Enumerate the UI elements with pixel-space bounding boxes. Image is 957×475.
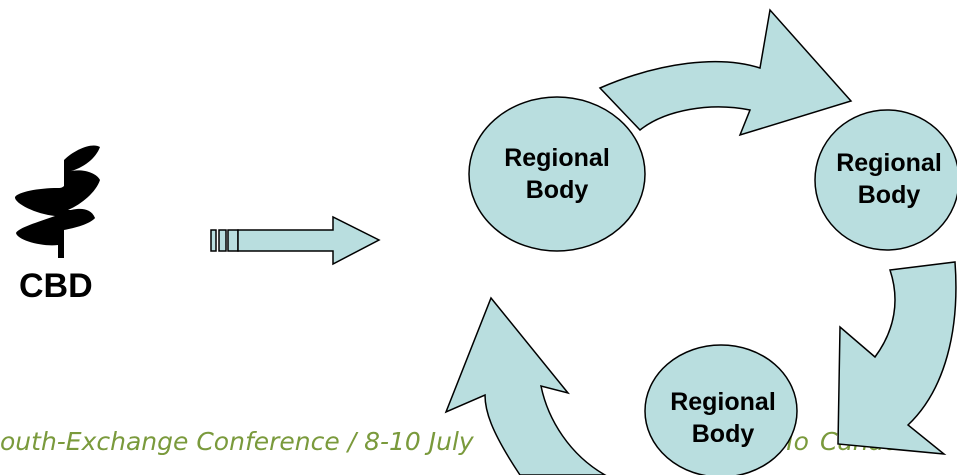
- node-2-label-line2: Body: [858, 181, 921, 209]
- node-1-label-line1: Regional: [504, 144, 610, 172]
- curved-arrow-top: [598, 8, 853, 137]
- node-regional-body-1: Regional Body: [468, 96, 646, 252]
- cbd-leaf-logo-icon: [14, 145, 100, 258]
- cbd-logo-text: CBD: [19, 267, 93, 305]
- node-regional-body-2: Regional Body: [814, 109, 957, 251]
- curved-arrow-left: [444, 296, 607, 475]
- node-regional-body-3: Regional Body: [644, 344, 798, 475]
- curved-arrow-right: [837, 261, 957, 455]
- node-3-label-line1: Regional: [670, 388, 776, 416]
- node-1-label-line2: Body: [526, 176, 589, 204]
- node-2-label-line1: Regional: [836, 149, 942, 177]
- node-3-label-line2: Body: [692, 420, 755, 448]
- footer-text-left: outh-Exchange Conference / 8-10 July: [0, 427, 475, 456]
- straight-arrow: [210, 215, 381, 266]
